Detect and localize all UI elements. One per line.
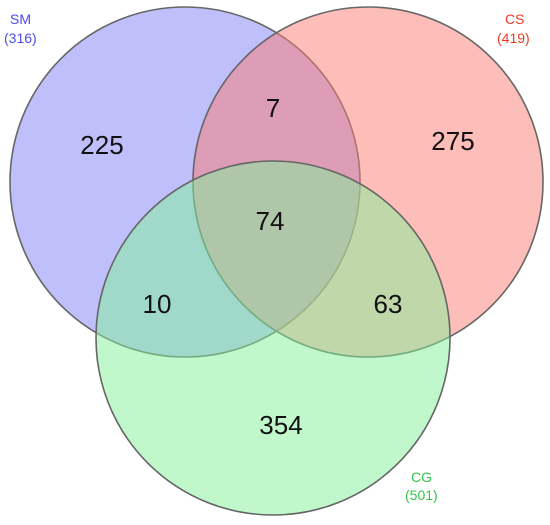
region-count-cg-only: 354 [259,410,302,440]
region-count-cs-cg: 63 [374,289,403,319]
set-label-cs-name: CS [505,11,524,27]
region-count-cs-only: 275 [431,126,474,156]
set-label-cg-total: (501) [405,487,438,503]
set-label-sm-total: (316) [4,30,37,46]
set-label-sm-name: SM [10,11,31,27]
set-circle-cg [95,160,451,516]
region-count-sm-cs: 7 [266,93,280,123]
region-count-all: 74 [256,206,285,236]
region-count-sm-only: 225 [80,130,123,160]
set-label-cg-name: CG [411,469,432,485]
set-label-cs-total: (419) [497,30,530,46]
region-count-sm-cg: 10 [143,289,172,319]
